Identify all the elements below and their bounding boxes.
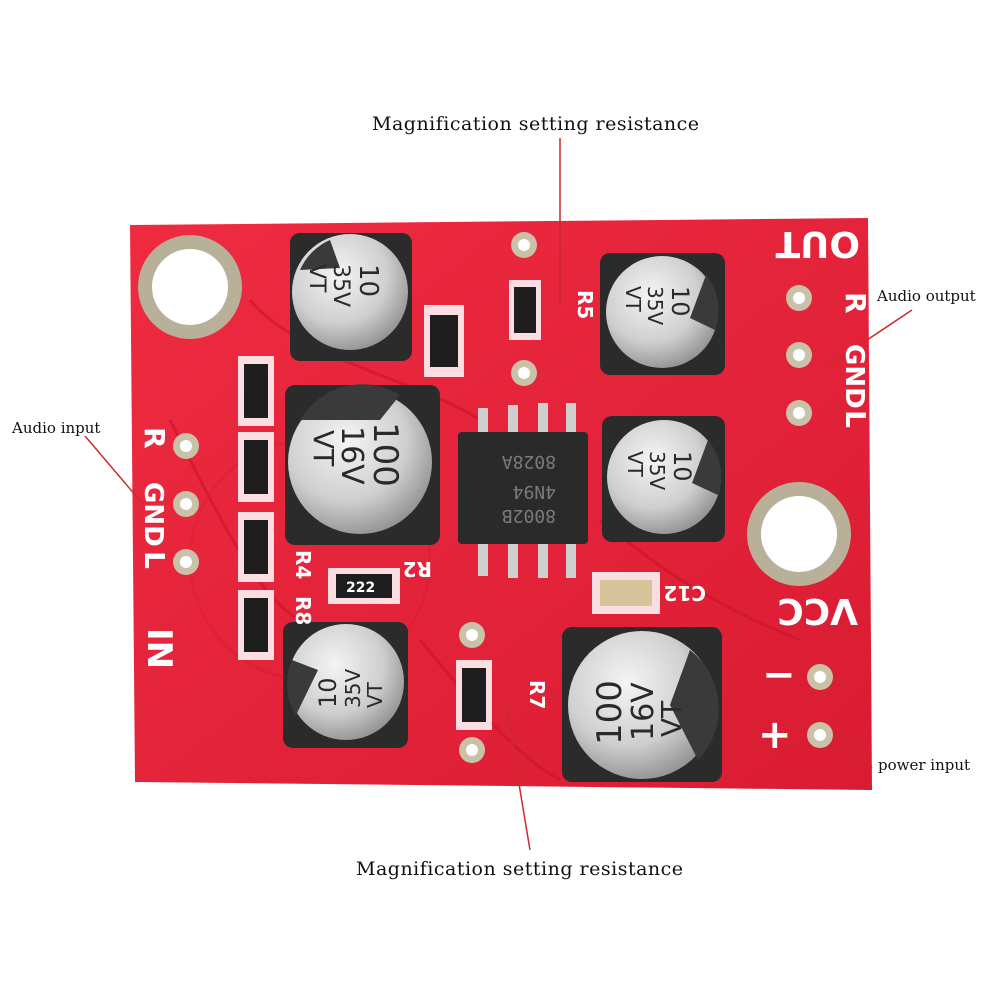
smd-resistors [238, 280, 660, 730]
cap-label-bottom-left: 10 35V VT [314, 669, 387, 708]
silk-minus: − [762, 652, 796, 698]
silk-out-gnd: GND [839, 344, 869, 409]
silk-r2: R2 [403, 557, 432, 581]
resistor-via-pads [459, 232, 537, 763]
cap-label-top-left: 10 35V VT [304, 264, 383, 307]
resistor-code-r2: 222 [346, 580, 375, 596]
silk-r5: R5 [573, 290, 597, 319]
silk-r7: R7 [525, 680, 549, 709]
capacitor-10uf-top-left [290, 233, 412, 361]
svg-text:35V: 35V [328, 264, 353, 307]
power-input-pads [807, 664, 833, 748]
silk-plus: + [758, 712, 792, 758]
silk-r8: R8 [291, 596, 315, 625]
svg-text:16V: 16V [626, 682, 661, 741]
svg-text:VT: VT [655, 700, 688, 737]
silk-in-gnd: GND [138, 482, 168, 547]
capacitor-10uf-bottom-left [283, 622, 408, 748]
svg-text:8002B: 8002B [502, 505, 556, 526]
svg-text:10: 10 [666, 286, 694, 317]
svg-text:10: 10 [353, 264, 383, 297]
cap-label-100uf-bottom-right: 100 16V VT [590, 680, 688, 745]
svg-text:4N94: 4N94 [513, 481, 556, 502]
callout-magnification-resistance-bottom: Magnification setting resistance [356, 858, 684, 880]
callout-audio-input: Audio input [12, 419, 101, 437]
svg-text:VT: VT [621, 286, 645, 313]
callout-power-input: power input [878, 756, 971, 774]
chip-markings: 8002B 4N94 8028A [502, 451, 556, 526]
capacitor-100uf-bottom-right [562, 627, 722, 782]
svg-text:VT: VT [307, 430, 340, 467]
svg-text:VT: VT [304, 264, 329, 293]
cap-label-mid-right: 10 35V VT [623, 451, 696, 490]
audio-output-pads [786, 285, 812, 426]
svg-text:100: 100 [365, 422, 405, 487]
svg-text:35V: 35V [643, 286, 667, 325]
amplifier-ic-chip [458, 403, 588, 578]
svg-text:16V: 16V [334, 426, 369, 485]
silk-in-l: L [138, 551, 171, 569]
capacitor-10uf-top-right [600, 253, 725, 375]
mounting-hole-right [747, 482, 851, 586]
callout-audio-output: Audio output [877, 287, 976, 305]
svg-text:100: 100 [590, 680, 630, 745]
mounting-hole-top-left [138, 235, 242, 339]
svg-text:VT: VT [623, 451, 647, 478]
silk-in-r: R [138, 427, 171, 449]
capacitor-10uf-mid-right [602, 416, 725, 542]
silk-r4: R4 [291, 550, 315, 579]
svg-text:VT: VT [363, 681, 387, 708]
audio-input-pads [173, 433, 199, 575]
cap-label-top-right: 10 35V VT [621, 286, 694, 325]
silk-in: IN [139, 628, 179, 669]
callout-magnification-resistance-top: Magnification setting resistance [372, 113, 700, 135]
silk-vcc: VCC [777, 590, 858, 631]
svg-text:35V: 35V [645, 451, 669, 490]
annotation-leader-lines [84, 138, 913, 851]
svg-text:8028A: 8028A [502, 451, 556, 472]
silk-c12: C12 [663, 581, 706, 605]
silk-out-l: L [839, 410, 872, 428]
svg-text:35V: 35V [341, 669, 365, 708]
silk-out-r: R [839, 292, 872, 314]
cap-label-100uf-left: 100 16V VT [307, 422, 405, 487]
svg-text:10: 10 [668, 451, 696, 482]
capacitor-100uf-left [285, 384, 440, 545]
svg-text:10: 10 [314, 677, 342, 708]
silk-out: OUT [775, 223, 860, 264]
